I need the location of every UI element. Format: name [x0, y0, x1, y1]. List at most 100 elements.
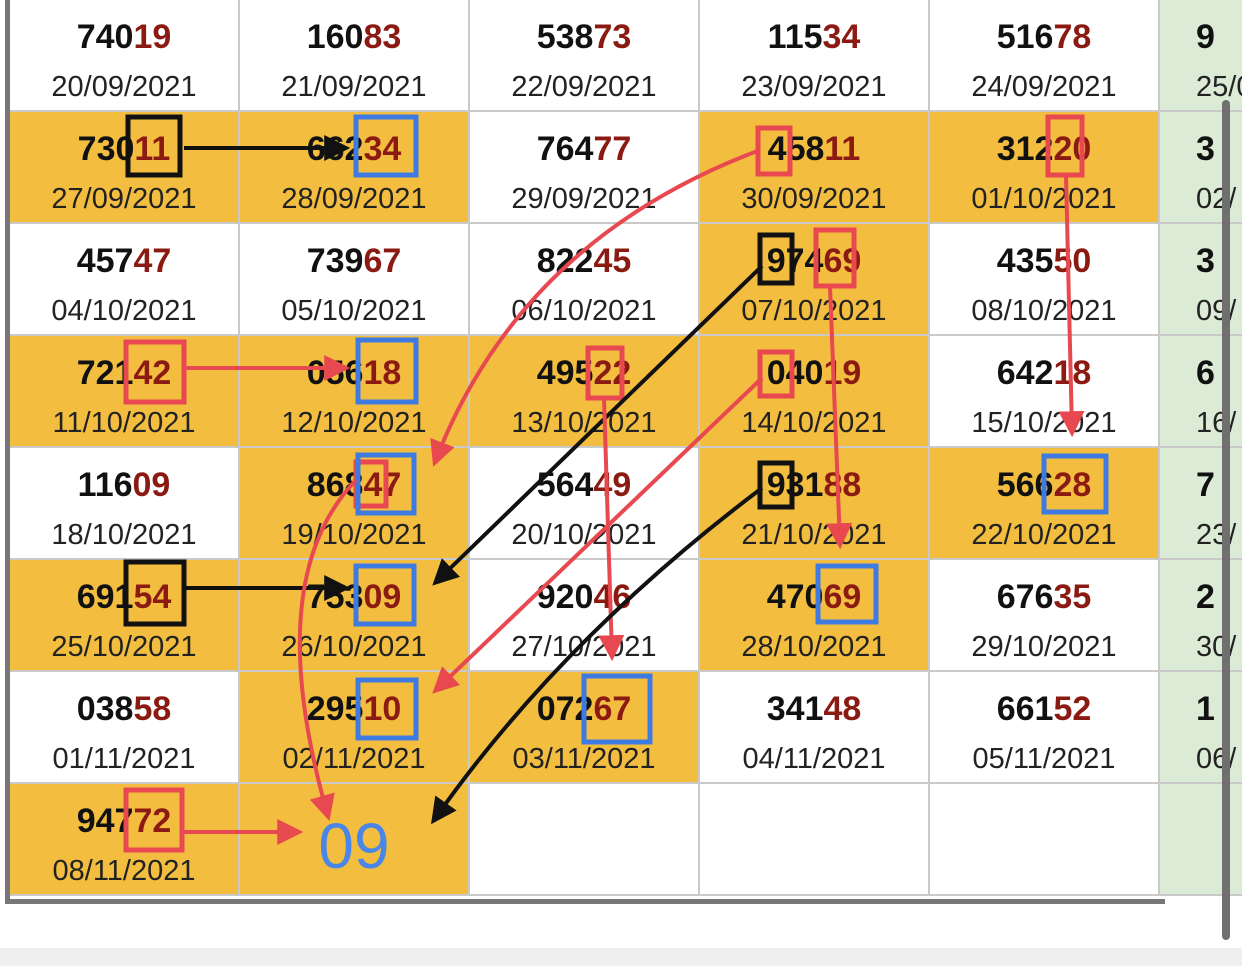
- result-number: 11609: [10, 464, 238, 506]
- number-lead-digits: 3: [1196, 130, 1215, 168]
- result-number: 3: [1196, 128, 1242, 170]
- number-lead-digits: 566: [996, 466, 1054, 504]
- result-cell: 45811 30/09/2021: [700, 112, 930, 224]
- result-number: 64218: [930, 352, 1158, 394]
- result-date: 07/10/2021: [741, 295, 887, 327]
- number-lead-digits: 538: [536, 18, 594, 56]
- number-tail-digits: 28: [1053, 466, 1092, 504]
- number-tail-digits: 52: [1053, 690, 1092, 728]
- number-tail-digits: 19: [823, 354, 862, 392]
- number-lead-digits: 676: [996, 578, 1054, 616]
- result-number: 72142: [10, 352, 238, 394]
- number-lead-digits: 661: [996, 690, 1054, 728]
- number-tail-digits: 48: [823, 690, 862, 728]
- number-tail-digits: 18: [1053, 354, 1092, 392]
- number-lead-digits: 662: [306, 130, 364, 168]
- result-cell: 72142 11/10/2021: [10, 336, 240, 448]
- number-lead-digits: 435: [996, 242, 1054, 280]
- result-date: 04/10/2021: [51, 295, 197, 327]
- number-tail-digits: 22: [593, 354, 632, 392]
- result-number: 7: [1196, 464, 1242, 506]
- result-date: 30/: [1196, 631, 1237, 663]
- result-date: 24/09/2021: [971, 71, 1117, 103]
- result-number: 92046: [470, 576, 698, 618]
- number-lead-digits: 691: [76, 578, 134, 616]
- result-date: 12/10/2021: [281, 407, 427, 439]
- result-date: 28/10/2021: [741, 631, 887, 663]
- result-date: 08/11/2021: [52, 855, 196, 887]
- result-cell: [470, 784, 700, 896]
- number-lead-digits: 7: [1196, 466, 1215, 504]
- result-cell: 92046 27/10/2021: [470, 560, 700, 672]
- result-date: 27/10/2021: [511, 631, 657, 663]
- result-date: 22/09/2021: [511, 71, 657, 103]
- result-number: 29510: [240, 688, 468, 730]
- result-number: 93188: [700, 464, 928, 506]
- number-tail-digits: 34: [822, 18, 861, 56]
- number-tail-digits: 10: [363, 690, 402, 728]
- number-lead-digits: 739: [306, 242, 364, 280]
- result-date: 21/09/2021: [281, 71, 427, 103]
- result-cell: 09: [240, 784, 470, 896]
- number-tail-digits: 09: [363, 578, 402, 616]
- number-lead-digits: 341: [766, 690, 824, 728]
- result-date: 19/10/2021: [281, 519, 427, 551]
- result-cell: [700, 784, 930, 896]
- result-date: 25/0: [1196, 71, 1242, 103]
- number-tail-digits: 45: [593, 242, 632, 280]
- result-date: 05/11/2021: [972, 743, 1116, 775]
- result-date: 29/09/2021: [511, 183, 657, 215]
- number-lead-digits: 2: [1196, 578, 1215, 616]
- result-cell: 66152 05/11/2021: [930, 672, 1160, 784]
- result-cell: 86847 19/10/2021: [240, 448, 470, 560]
- result-number: 45811: [700, 128, 928, 170]
- result-date: 06/: [1196, 743, 1237, 775]
- number-tail-digits: 09: [132, 466, 171, 504]
- result-number: 51678: [930, 16, 1158, 58]
- result-number: 67635: [930, 576, 1158, 618]
- result-number: 2: [1196, 576, 1242, 618]
- result-cell: 925/0: [1160, 0, 1242, 112]
- result-date: 05/10/2021: [281, 295, 427, 327]
- result-date: 30/09/2021: [741, 183, 887, 215]
- number-lead-digits: 753: [306, 578, 364, 616]
- result-date: 08/10/2021: [971, 295, 1117, 327]
- number-lead-digits: 868: [306, 466, 364, 504]
- result-cell: 56449 20/10/2021: [470, 448, 700, 560]
- result-number: 56449: [470, 464, 698, 506]
- result-date: 02/: [1196, 183, 1237, 215]
- result-number: 86847: [240, 464, 468, 506]
- number-lead-digits: 040: [766, 354, 824, 392]
- result-cell: 51678 24/09/2021: [930, 0, 1160, 112]
- result-number: 45747: [10, 240, 238, 282]
- result-number: 3: [1196, 240, 1242, 282]
- vertical-scrollbar[interactable]: [1222, 100, 1230, 940]
- number-lead-digits: 312: [996, 130, 1054, 168]
- result-date: 20/10/2021: [511, 519, 657, 551]
- result-cell: [930, 784, 1160, 896]
- result-number: 03858: [10, 688, 238, 730]
- result-number: 05618: [240, 352, 468, 394]
- result-date: 03/11/2021: [512, 743, 656, 775]
- number-tail-digits: 73: [593, 18, 632, 56]
- result-number: 75309: [240, 576, 468, 618]
- number-lead-digits: 564: [536, 466, 594, 504]
- number-lead-digits: 458: [767, 130, 825, 168]
- result-date: 16/: [1196, 407, 1237, 439]
- result-date: 11/10/2021: [52, 407, 196, 439]
- result-date: 09/: [1196, 295, 1237, 327]
- number-lead-digits: 947: [76, 802, 134, 840]
- result-number: 07267: [470, 688, 698, 730]
- result-number: 56628: [930, 464, 1158, 506]
